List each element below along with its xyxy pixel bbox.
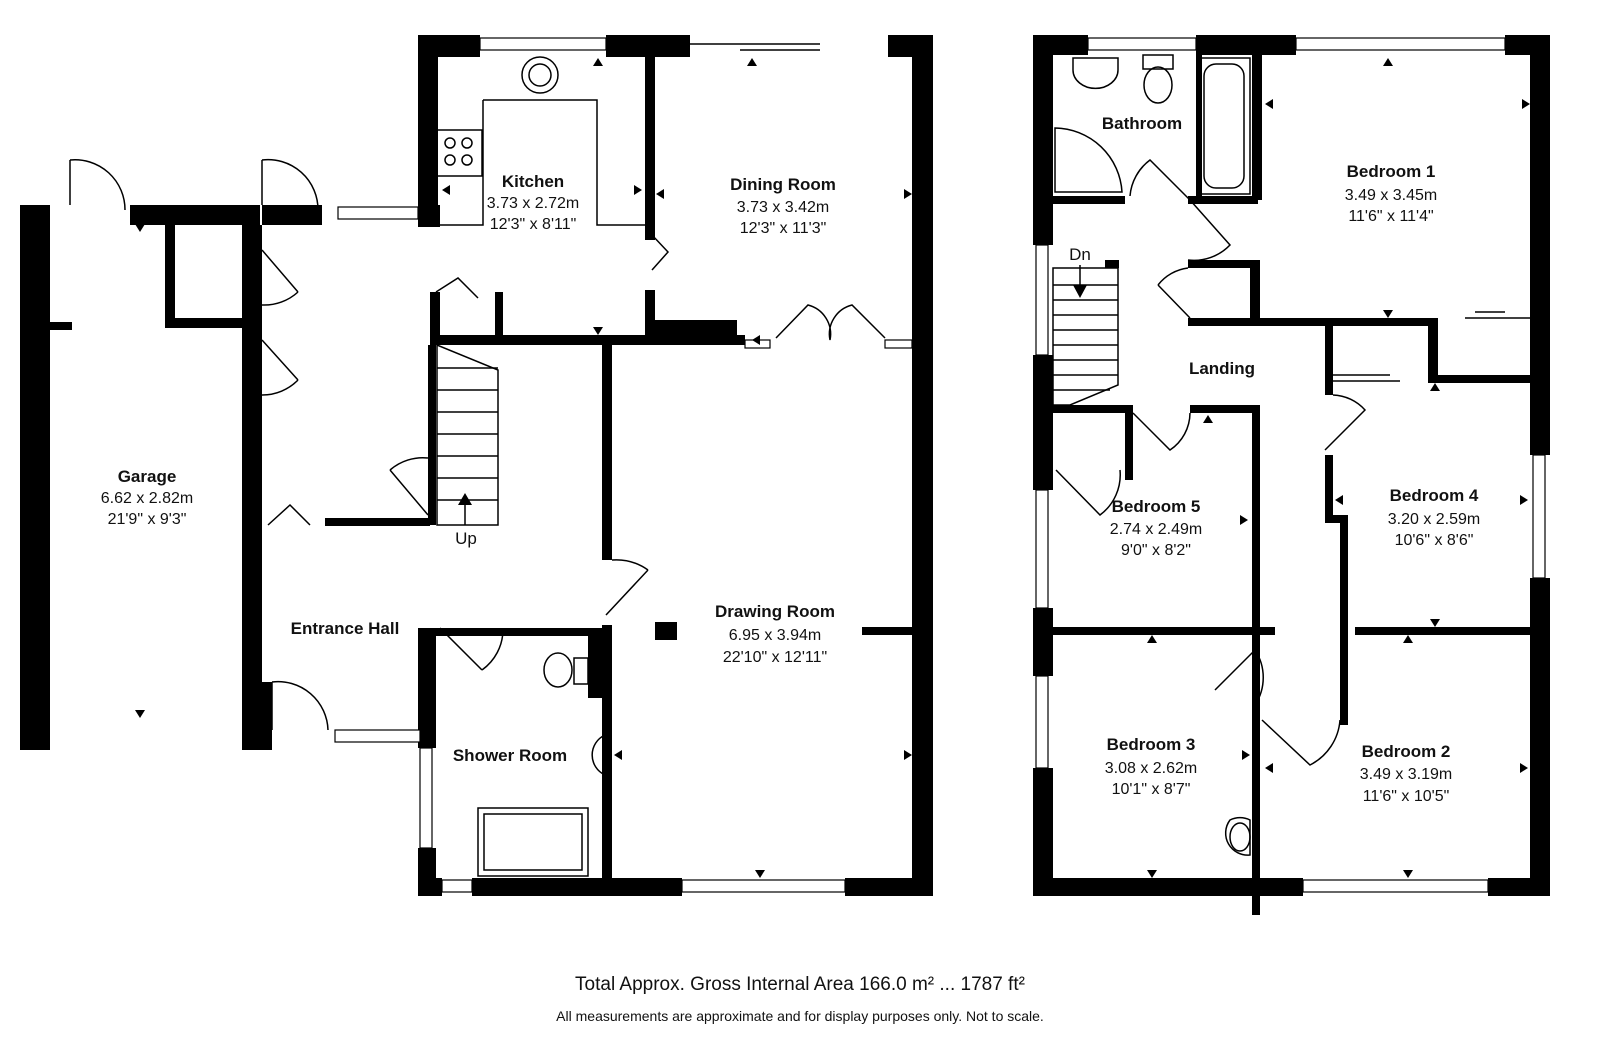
first-floor-walls <box>1033 35 1550 915</box>
room-name-drawing: Drawing Room <box>715 602 835 621</box>
room-name-dining: Dining Room <box>730 175 836 194</box>
room-metric-bedroom-3: 3.08 x 2.62m <box>1105 760 1198 777</box>
first-floor: Bathroom Landing Dn Bedroom 1 3.49 x 3.4… <box>1033 35 1550 915</box>
room-name-kitchen: Kitchen <box>502 172 564 191</box>
stairs-down-label: Dn <box>1069 245 1091 264</box>
room-imperial-garage: 21'9" x 9'3" <box>108 511 187 528</box>
room-name-bedroom-3: Bedroom 3 <box>1107 735 1196 754</box>
room-imperial-dining: 12'3" x 11'3" <box>740 220 827 237</box>
room-metric-kitchen: 3.73 x 2.72m <box>487 195 580 212</box>
stairs-up-label: Up <box>455 529 477 548</box>
ground-floor: Garage 6.62 x 2.82m 21'9" x 9'3" Kitchen… <box>20 35 933 896</box>
room-imperial-kitchen: 12'3" x 8'11" <box>490 216 577 233</box>
room-metric-bedroom-1: 3.49 x 3.45m <box>1345 187 1438 204</box>
room-imperial-bedroom-4: 10'6" x 8'6" <box>1395 532 1474 549</box>
bathroom-fixtures <box>1054 54 1251 856</box>
room-name-bedroom-2: Bedroom 2 <box>1362 742 1451 761</box>
shower-room-fixtures <box>477 652 606 877</box>
room-metric-garage: 6.62 x 2.82m <box>101 490 194 507</box>
room-imperial-bedroom-3: 10'1" x 8'7" <box>1112 781 1191 798</box>
room-imperial-bedroom-2: 11'6" x 10'5" <box>1363 788 1450 805</box>
room-metric-bedroom-2: 3.49 x 3.19m <box>1360 766 1453 783</box>
ground-floor-windows <box>334 37 913 893</box>
room-name-bedroom-5: Bedroom 5 <box>1112 497 1201 516</box>
room-name-bathroom: Bathroom <box>1102 114 1182 133</box>
room-name-bedroom-4: Bedroom 4 <box>1390 486 1479 505</box>
ground-floor-walls <box>20 35 933 896</box>
dimension-marks-first <box>1147 58 1530 878</box>
stairs-down <box>1052 265 1119 406</box>
room-name-bedroom-1: Bedroom 1 <box>1347 162 1436 181</box>
first-floor-doors <box>1055 159 1367 766</box>
room-name-shower-room: Shower Room <box>453 746 567 765</box>
room-metric-dining: 3.73 x 3.42m <box>737 199 830 216</box>
room-name-landing: Landing <box>1189 359 1255 378</box>
room-metric-bedroom-4: 3.20 x 2.59m <box>1388 511 1481 528</box>
total-area: Total Approx. Gross Internal Area 166.0 … <box>575 974 1025 995</box>
room-imperial-bedroom-5: 9'0" x 8'2" <box>1121 542 1191 559</box>
room-name-entrance-hall: Entrance Hall <box>291 619 400 638</box>
room-metric-drawing: 6.95 x 3.94m <box>729 627 822 644</box>
ground-floor-doors <box>69 158 886 731</box>
room-imperial-bedroom-1: 11'6" x 11'4" <box>1348 208 1433 225</box>
room-name-garage: Garage <box>118 467 177 486</box>
room-imperial-drawing: 22'10" x 12'11" <box>723 649 827 666</box>
disclaimer: All measurements are approximate and for… <box>556 1008 1044 1024</box>
first-floor-windows <box>1035 37 1546 893</box>
room-metric-bedroom-5: 2.74 x 2.49m <box>1110 521 1203 538</box>
kitchen-fixtures <box>436 56 645 226</box>
stairs-up <box>436 343 499 526</box>
dimension-marks-ground <box>40 58 912 878</box>
